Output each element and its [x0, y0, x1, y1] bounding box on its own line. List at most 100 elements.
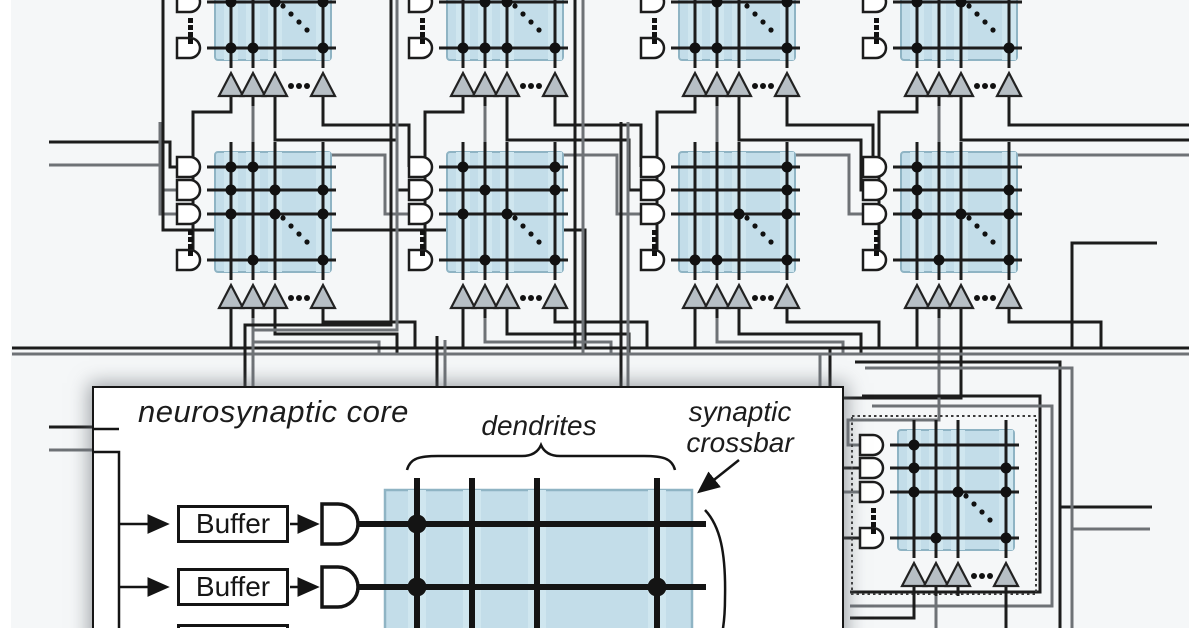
ellipsis-dot [188, 244, 193, 249]
ellipsis-dot [982, 19, 988, 25]
wire [49, 163, 177, 192]
ellipsis-dot [536, 83, 542, 89]
neuron-triangle [995, 282, 1023, 310]
neuron-triangle [992, 560, 1020, 588]
ellipsis-dot [528, 19, 534, 25]
dendrites-label: dendrites [481, 410, 597, 441]
axon-gate [861, 202, 888, 226]
neuron-triangle [239, 282, 267, 310]
synapse-dot [225, 0, 237, 8]
ellipsis-dot [188, 230, 193, 235]
ellipsis-dot [528, 231, 534, 237]
ellipsis-dot [974, 11, 980, 17]
neuron-triangle [449, 282, 477, 310]
wire [737, 308, 863, 354]
buffer-box-2: Buffer [177, 568, 289, 606]
ellipsis-dot [874, 25, 879, 30]
core-tile [407, 142, 569, 318]
core-tile [639, 0, 801, 106]
ellipsis-dot [520, 295, 526, 301]
axon-gate [861, 0, 888, 14]
synapse-dot [501, 0, 513, 8]
synapse-dot [269, 184, 281, 196]
synapse-dot [711, 254, 723, 266]
neuron-column-paren [704, 509, 727, 628]
ellipsis-dot [528, 83, 534, 89]
ellipsis-dot [420, 18, 425, 23]
neuron-triangle [703, 282, 731, 310]
ellipsis-dot [744, 215, 750, 221]
crossbar-pointer-arrow [697, 459, 740, 494]
ellipsis-dot [874, 230, 879, 235]
neuron-triangle [309, 282, 337, 310]
ellipsis-dot [971, 501, 977, 507]
core-tile [407, 0, 569, 106]
synapse-dot [647, 577, 667, 597]
wire [850, 394, 1042, 594]
synapse-dot [911, 0, 923, 8]
ellipsis-dot [963, 493, 969, 499]
ellipsis-dot [760, 83, 766, 89]
ellipsis-dot [760, 231, 766, 237]
synapse-dot [1003, 184, 1015, 196]
ellipsis-dot [974, 295, 980, 301]
axon-gate [639, 202, 666, 226]
ellipsis-dot [520, 223, 526, 229]
synapse-dot [955, 0, 967, 8]
neuron-triangle [995, 70, 1023, 98]
axon-gate [858, 456, 885, 480]
synapse-dot [479, 42, 491, 54]
ellipsis-dot [296, 295, 302, 301]
neuron-triangle [217, 282, 245, 310]
ellipsis-dot [871, 508, 876, 513]
core-tile [175, 142, 337, 318]
axon-gate [639, 36, 666, 60]
neuron-triangle [261, 282, 289, 310]
neuron-triangle [944, 560, 972, 588]
ellipsis-dot [760, 19, 766, 25]
neuron-triangle [471, 70, 499, 98]
core-tile [851, 415, 1037, 596]
synapse-dot [911, 184, 923, 196]
wire [855, 360, 1062, 628]
synapse-dot [457, 208, 469, 220]
axon-gate [320, 565, 360, 609]
neuron-triangle [703, 70, 731, 98]
ellipsis-dot [652, 244, 657, 249]
axon-gate [861, 248, 888, 272]
synapse-dot [930, 532, 942, 544]
axon-gate [858, 480, 885, 504]
synapse-dot [225, 208, 237, 220]
synapse-dot [911, 208, 923, 220]
neurosynaptic-core-inset: neurosynaptic core dendrites synaptic cr… [92, 386, 844, 628]
ellipsis-dot [979, 509, 985, 515]
synaptic-crossbar-label-line2: crossbar [686, 427, 794, 458]
synapse-dot [501, 208, 513, 220]
synapse-dot [317, 208, 329, 220]
synapse-dot [781, 42, 793, 54]
synapse-dot [911, 161, 923, 173]
wire [251, 96, 409, 216]
synapse-dot [479, 0, 491, 8]
synapse-dot [247, 42, 259, 54]
synapse-dot [952, 486, 964, 498]
neuron-triangle [541, 70, 569, 98]
inset-title: neurosynaptic core [138, 394, 409, 429]
neuron-triangle [900, 560, 928, 588]
synapse-dot [317, 184, 329, 196]
ellipsis-dot [760, 295, 766, 301]
ellipsis-dot [971, 573, 977, 579]
ellipsis-dot [652, 230, 657, 235]
axon-gate [407, 36, 434, 60]
wire [273, 308, 399, 354]
ellipsis-dot [982, 231, 988, 237]
neuron-triangle [493, 70, 521, 98]
synapse-dot [225, 42, 237, 54]
buffer-box-1: Buffer [177, 505, 289, 543]
ellipsis-dot [966, 3, 972, 9]
synaptic-crossbar-label-line1: synaptic [688, 396, 792, 427]
axon-gate [175, 36, 202, 60]
axon-gate [861, 36, 888, 60]
axon-gate [639, 248, 666, 272]
wire [251, 0, 399, 386]
